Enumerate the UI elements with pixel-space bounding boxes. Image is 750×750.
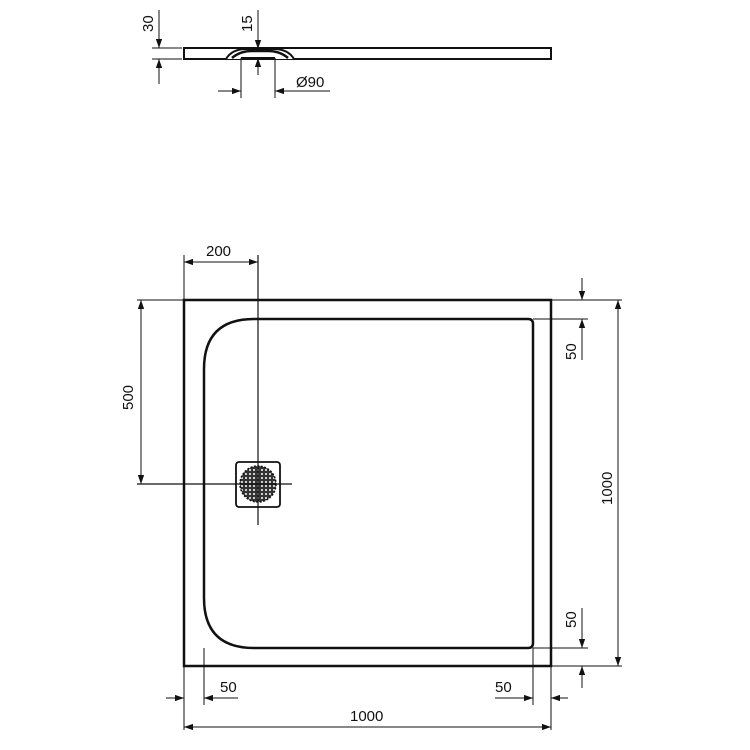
tray-inner-basin — [202, 317, 535, 650]
drain-diameter-label: Ø90 — [296, 74, 324, 91]
rim-bottom-label: 50 — [563, 611, 580, 628]
width-label: 1000 — [350, 708, 383, 725]
depth-label: 1000 — [599, 472, 616, 505]
drain-depth-label: 15 — [239, 15, 256, 32]
rim-left-label: 50 — [220, 679, 237, 696]
drain-offset-y-label: 500 — [120, 385, 137, 410]
drain-offset-x-label: 200 — [206, 243, 231, 260]
side-view — [152, 10, 552, 98]
thickness-label: 30 — [140, 15, 157, 32]
rim-top-label: 50 — [563, 343, 580, 360]
plan-view — [137, 255, 622, 731]
rim-right-label: 50 — [495, 679, 512, 696]
tray-profile — [183, 47, 552, 60]
tray-outer-edge — [182, 298, 553, 668]
